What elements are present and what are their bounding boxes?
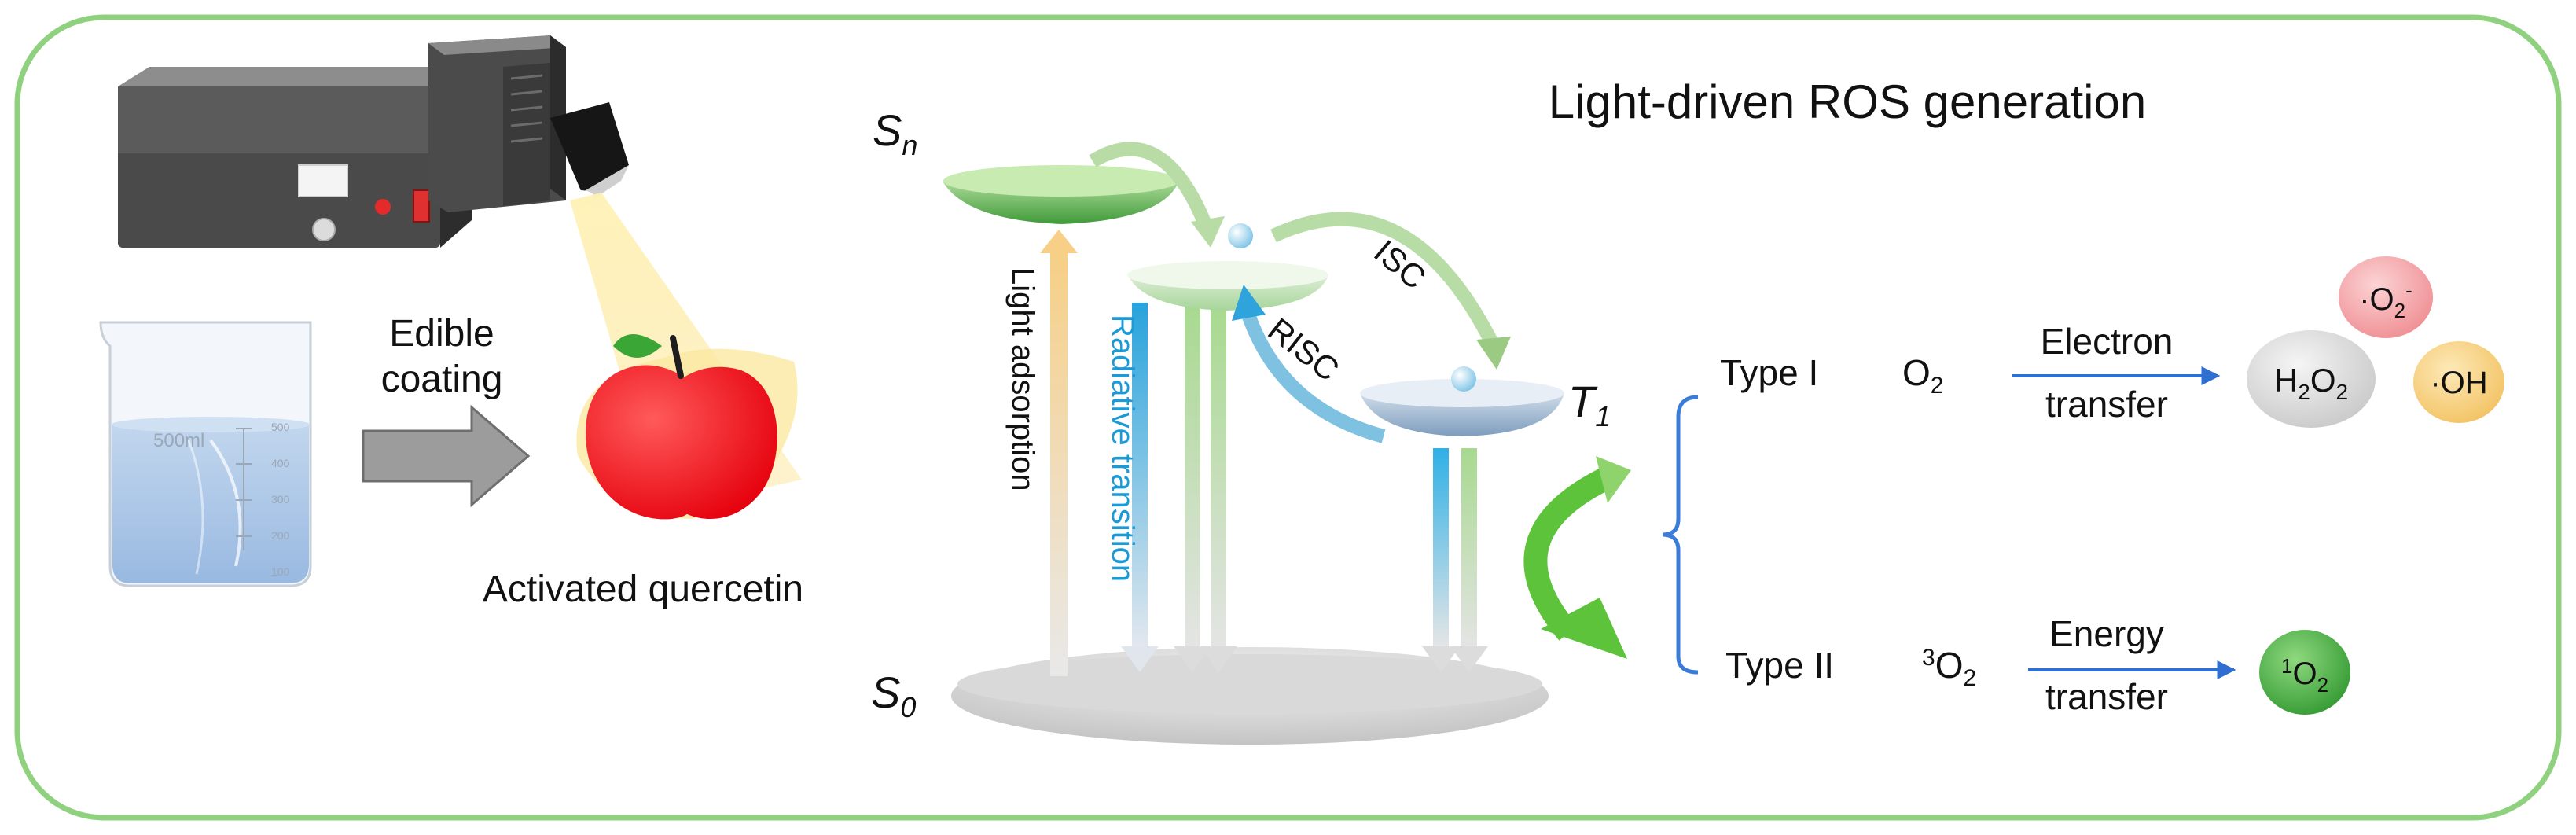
triplet-electron	[1451, 366, 1476, 392]
type1-process-line1: Electron	[2041, 321, 2174, 362]
device-knob[interactable]	[312, 218, 336, 241]
outer-frame	[14, 14, 2562, 821]
beaker-tick-400: 400	[271, 457, 290, 469]
product-label: Activated quercetin	[483, 568, 803, 610]
type1-label: Type I	[1720, 352, 1818, 393]
type2-label: Type II	[1725, 645, 1834, 686]
beaker-tick-300: 300	[271, 493, 290, 506]
jablonski-diagram: Sn S0 T1 Light adsorption Radiative tran…	[871, 105, 1631, 745]
device-power-switch[interactable]	[413, 189, 430, 223]
light-source-device	[118, 35, 629, 248]
type2-pathway: Type II 3O2 Energy transfer 1O2	[1725, 613, 2350, 717]
pathway-bracket	[1662, 395, 1699, 675]
superoxide-molecule	[2339, 256, 2433, 338]
type2-reactant: 3O2	[1922, 645, 1976, 691]
coating-arrow	[362, 404, 531, 508]
leaf-icon	[613, 334, 662, 358]
sn-label: Sn	[873, 105, 917, 161]
superoxide-label: ·O2-	[2359, 278, 2412, 322]
t1-label: T1	[1568, 377, 1611, 432]
radiative-transition-label: Radiative transition	[1105, 315, 1140, 582]
beaker: 500ml 500 400 300 200 100	[99, 321, 312, 587]
singlet-oxygen-label: 1O2	[2281, 654, 2328, 697]
type1-reactant: O2	[1902, 352, 1943, 399]
device-display	[298, 164, 348, 197]
type2-process-line1: Energy	[2049, 613, 2164, 654]
excited-electron	[1228, 223, 1253, 248]
diagram-title: Light-driven ROS generation	[1549, 75, 2146, 128]
light-adsorption-label: Light adsorption	[1005, 267, 1040, 491]
h2o2-label: H2O2	[2274, 362, 2348, 404]
beaker-volume-label: 500ml	[153, 430, 204, 451]
hydroxyl-label: ·OH	[2430, 366, 2487, 400]
type2-process-line2: transfer	[2045, 676, 2168, 717]
type1-process-line2: transfer	[2045, 384, 2168, 425]
device-indicator-light	[375, 199, 391, 215]
s0-label: S0	[871, 668, 916, 723]
pathway-branch-arrow	[1523, 465, 1617, 641]
singlet-oxygen-molecule	[2259, 630, 2350, 715]
coating-label-line1: Edible	[389, 313, 494, 355]
coating-label-line2: coating	[381, 359, 503, 400]
hydroxyl-molecule	[2413, 341, 2504, 423]
type1-pathway: Type I O2 Electron transfer H2O2 ·O2- ·O…	[1720, 256, 2504, 428]
h2o2-molecule	[2247, 330, 2376, 428]
beaker-tick-100: 100	[271, 565, 290, 578]
light-adsorption-arrowhead	[1040, 230, 1078, 253]
beaker-tick-500: 500	[271, 421, 290, 433]
coated-apple	[576, 334, 798, 520]
beaker-tick-200: 200	[271, 529, 290, 542]
